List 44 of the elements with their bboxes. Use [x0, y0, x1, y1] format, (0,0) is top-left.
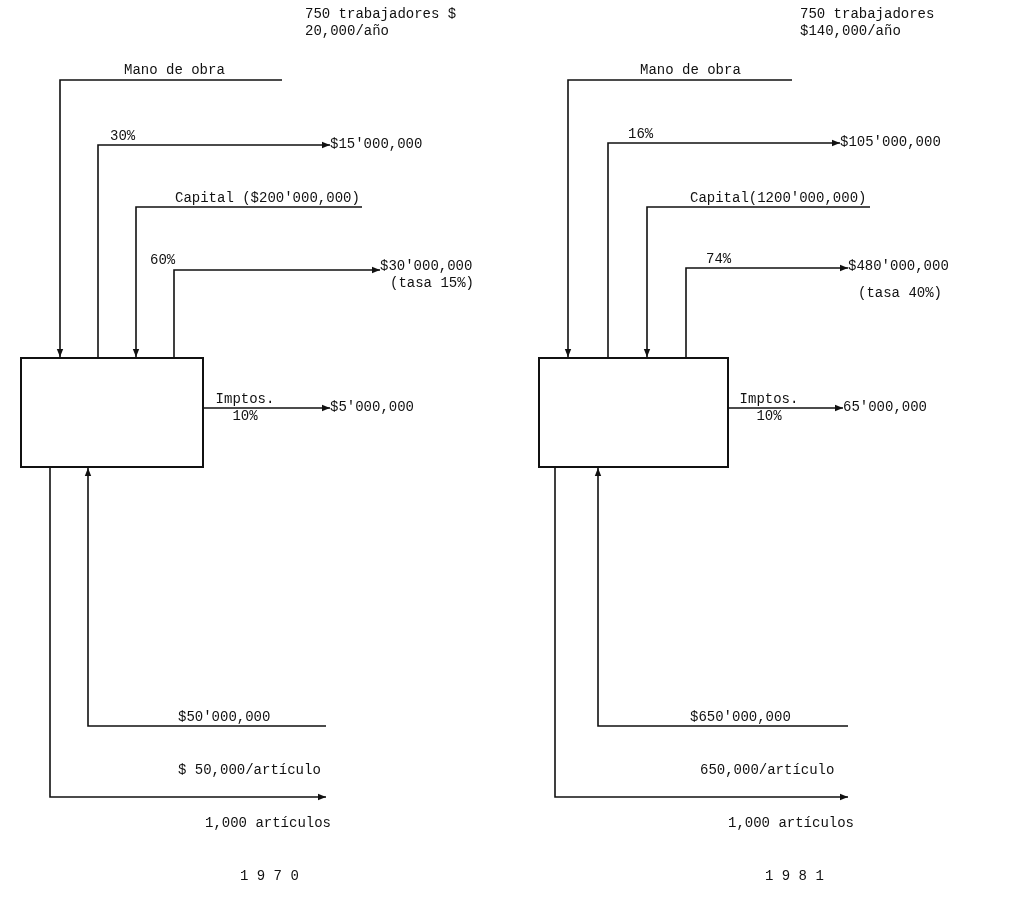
annotation-text: 1 9 7 0: [240, 868, 299, 885]
amount-text: 65'000,000: [843, 399, 943, 417]
annotation-text: 750 trabajadores $ 20,000/año: [305, 6, 458, 40]
amount-text: $480'000,000: [848, 258, 950, 275]
edge-label: Mano de obra: [124, 62, 225, 79]
edge-label: $50'000,000: [178, 709, 271, 726]
flow-arrow: [728, 404, 844, 412]
edge-label: $650'000,000: [690, 709, 791, 726]
process-box: [20, 357, 204, 468]
annotation-text: 1 9 8 1: [765, 868, 824, 885]
annotation-text: 1,000 artículos: [205, 815, 332, 832]
flow-arrow: [643, 206, 871, 358]
amount-text: $30'000,000: [380, 258, 474, 275]
annotation-text: 750 trabajadores $140,000/año: [800, 6, 936, 40]
amount-text: $105'000,000: [840, 134, 960, 152]
edge-label: 650,000/artículo: [700, 762, 835, 779]
flow-arrow: [564, 79, 793, 358]
edge-label: 30%: [110, 128, 136, 145]
edge-label: 74%: [706, 251, 732, 268]
flow-arrow: [97, 141, 331, 358]
amount-text: (tasa 15%): [389, 275, 475, 292]
edge-label: Imptos. 10%: [214, 391, 276, 425]
flow-arrow: [203, 404, 331, 412]
amount-text: $15'000,000: [330, 136, 440, 154]
flow-arrow: [49, 467, 327, 801]
edge-label: $ 50,000/artículo: [178, 762, 321, 779]
flow-arrow: [132, 206, 363, 358]
flow-arrow: [84, 467, 327, 727]
flow-arrow: [685, 264, 849, 358]
edge-label: Imptos. 10%: [738, 391, 800, 425]
flow-arrow: [594, 467, 849, 727]
flow-arrow: [173, 266, 381, 358]
edge-label: Capital ($200'000,000): [175, 190, 360, 207]
process-box: [538, 357, 729, 468]
edge-label: 60%: [150, 252, 176, 269]
amount-text: (tasa 40%): [857, 285, 943, 302]
edge-label: Mano de obra: [640, 62, 741, 79]
flow-arrow: [607, 139, 841, 358]
annotation-text: 1,000 artículos: [728, 815, 855, 832]
amount-text: $5'000,000: [330, 399, 430, 417]
edge-label: 16%: [628, 126, 654, 143]
flow-arrow: [56, 79, 283, 358]
flow-arrow: [554, 467, 849, 801]
edge-label: Capital(1200'000,000): [690, 190, 867, 207]
